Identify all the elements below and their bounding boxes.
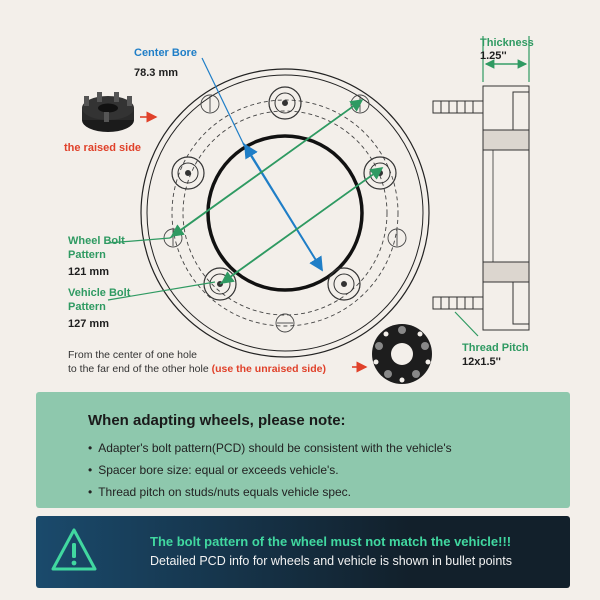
- stud-holes: [171, 86, 397, 301]
- vehicle-bolt-pattern-label-2: Pattern: [68, 301, 106, 313]
- spacer-raised-photo: [82, 92, 134, 132]
- thickness-dimension: [482, 36, 530, 82]
- notes-title: When adapting wheels, please note:: [88, 412, 346, 429]
- wheel-bolt-pattern-label-2: Pattern: [68, 249, 106, 261]
- center-bore-label: Center Bore: [134, 47, 197, 59]
- bolt-pattern-measure: [107, 99, 384, 301]
- warning-banner: The bolt pattern of the wheel must not m…: [36, 516, 570, 588]
- thickness-value: 1.25'': [480, 50, 507, 62]
- measure-note-highlight: (use the unraised side): [211, 363, 326, 375]
- measure-note-text: to the far end of the other hole: [68, 363, 209, 375]
- adapting-notes-panel: When adapting wheels, please note: Adapt…: [36, 392, 570, 508]
- stud-hole: [363, 156, 397, 190]
- bolt-hole: [387, 228, 407, 248]
- adapter-side-view: [432, 85, 530, 331]
- thickness-label: Thickness: [480, 37, 534, 49]
- bolt-hole: [350, 94, 370, 114]
- warning-triangle-icon: [51, 528, 97, 571]
- adapter-front-view: [140, 68, 430, 358]
- notes-list: Adapter's bolt pattern(PCD) should be co…: [88, 436, 452, 502]
- stud-hole: [268, 86, 302, 120]
- thread-pitch-label: Thread Pitch: [462, 342, 529, 354]
- spacer-unraised-photo: [372, 324, 432, 384]
- center-bore-value: 78.3 mm: [134, 67, 179, 79]
- vehicle-bolt-value: 127 mm: [68, 318, 109, 330]
- wheel-bolt-pattern-label-1: Wheel Bolt: [68, 235, 125, 247]
- measure-note-line-2: to the far end of the other hole (use th…: [68, 362, 326, 376]
- list-item: Adapter's bolt pattern(PCD) should be co…: [88, 438, 451, 458]
- stud-hole: [327, 267, 361, 301]
- bolt-holes: [163, 94, 407, 333]
- bolt-hole: [275, 313, 295, 333]
- measure-note-line-1: From the center of one hole: [68, 349, 197, 361]
- list-item: Thread pitch on studs/nuts equals vehicl…: [88, 482, 452, 502]
- thread-pitch-value: 12x1.5'': [462, 356, 501, 368]
- stud-hole: [171, 156, 205, 190]
- wheel-bolt-value: 121 mm: [68, 266, 109, 278]
- bolt-hole: [200, 94, 220, 114]
- warning-detail: Detailed PCD info for wheels and vehicle…: [150, 554, 512, 568]
- warning-headline: The bolt pattern of the wheel must not m…: [150, 534, 512, 549]
- thread-pitch-leader: [454, 311, 479, 337]
- list-item: Spacer bore size: equal or exceeds vehic…: [88, 460, 452, 480]
- raised-side-label: the raised side: [64, 142, 142, 154]
- center-bore-measure: [201, 57, 323, 272]
- vehicle-bolt-pattern-label-1: Vehicle Bolt: [68, 287, 131, 299]
